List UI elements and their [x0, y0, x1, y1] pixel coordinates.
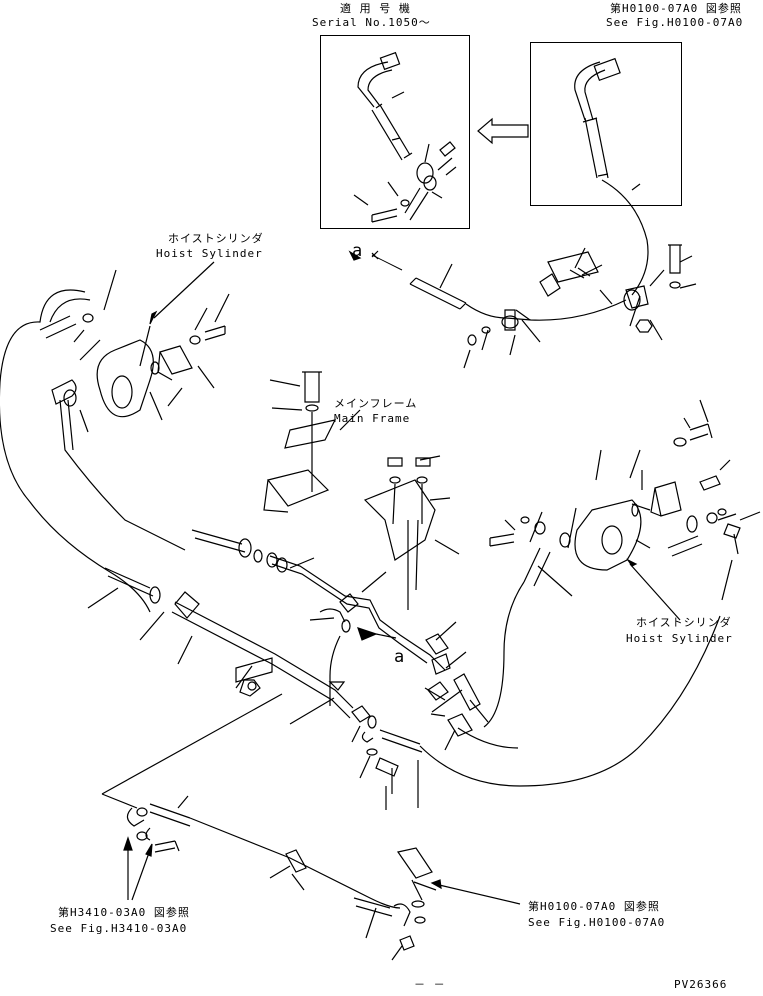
hoist-cylinder-left	[64, 270, 229, 432]
inset-ref-box	[530, 42, 682, 206]
upper-hose-assembly	[372, 245, 696, 368]
hoist-left-jp: ホイストシリンダ	[168, 232, 264, 245]
footer-dash: － －	[414, 978, 446, 991]
lower-frame-pipe	[88, 588, 422, 810]
left-loop-hose	[0, 290, 262, 612]
inset-applicable-serial	[354, 53, 456, 222]
hoist-left-en: Hoist Sylinder	[156, 247, 263, 260]
bottom-hose-assembly	[102, 794, 436, 960]
inset-applicable-label: 適 用 号 機	[340, 2, 411, 15]
middle-pipe-assembly	[267, 553, 466, 706]
marker-a-top: a	[352, 241, 363, 261]
marker-a-mid: a	[394, 647, 405, 667]
reference-arrows	[124, 838, 520, 904]
main-frame-en: Main Frame	[334, 412, 411, 425]
hoist-cylinder-right	[575, 400, 760, 570]
drawing-number: PV26366	[674, 978, 728, 991]
ref-bottom-left-jp: 第H3410-03A0 図参照	[58, 906, 190, 919]
inset-serial-box	[320, 35, 470, 229]
ref-top-jp: 第H0100-07A0 図参照	[610, 2, 742, 15]
inset-serial-label: Serial No.1050～	[312, 16, 431, 29]
ref-bottom-left-en: See Fig.H3410-03A0	[50, 922, 188, 935]
hoist-right-jp: ホイストシリンダ	[636, 616, 732, 629]
inset-arrow-icon	[478, 119, 528, 143]
label-leaders	[150, 252, 680, 620]
main-frame-brackets	[264, 372, 459, 610]
ref-bottom-right-en: See Fig.H0100-07A0	[528, 916, 666, 929]
hoist-right-en: Hoist Sylinder	[626, 632, 733, 645]
right-loop-hose	[420, 508, 732, 786]
ref-bottom-right-jp: 第H0100-07A0 図参照	[528, 900, 660, 913]
main-frame-jp: メインフレーム	[334, 397, 418, 410]
ref-top-en: See Fig.H0100-07A0	[606, 16, 744, 29]
inset-see-fig-top	[575, 59, 648, 295]
